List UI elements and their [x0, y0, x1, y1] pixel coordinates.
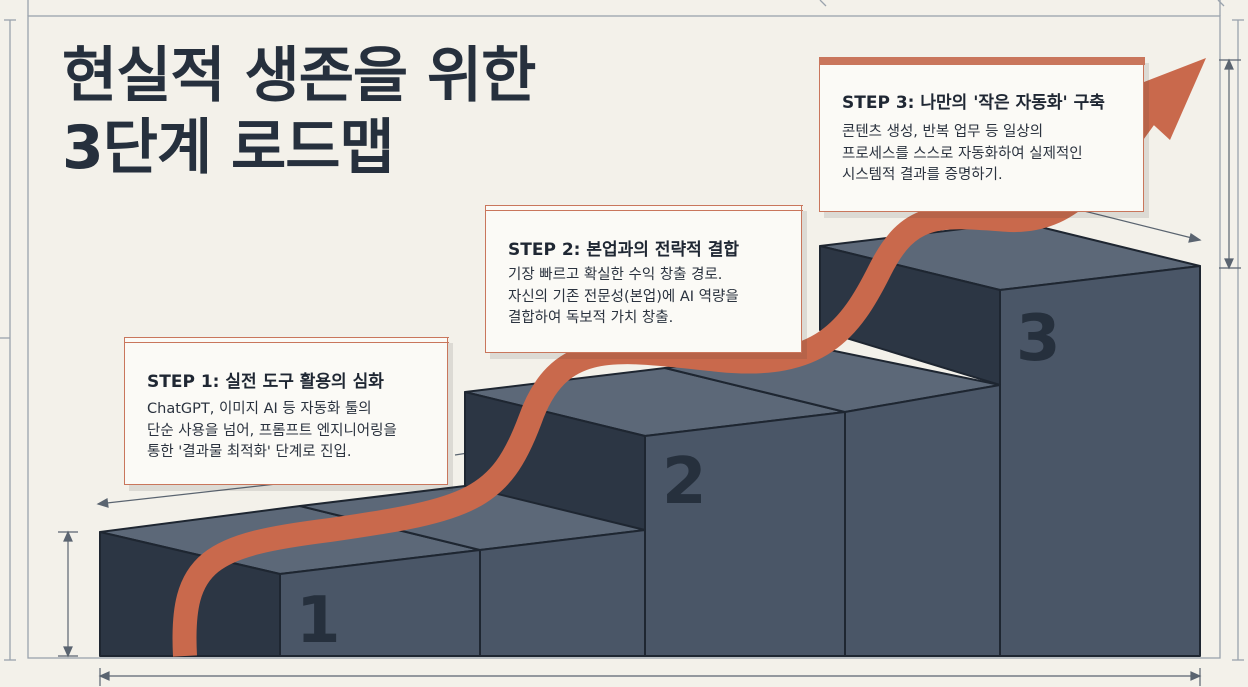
step-3-description: 콘텐츠 생성, 반복 업무 등 일상의 프로세스를 스스로 자동화하여 실제적인…	[842, 122, 1083, 187]
step-3-card: STEP 3: 나만의 '작은 자동화' 구축 콘텐츠 생성, 반복 업무 등 …	[818, 56, 1145, 212]
step-2-line-1: 기장 빠르고 확실한 수익 창출 경로.	[508, 267, 723, 283]
step-1-line-1: ChatGPT, 이미지 AI 등 자동화 툴의	[147, 401, 372, 417]
step-1-card: STEP 1: 실전 도구 활용의 심화 ChatGPT, 이미지 AI 등 자…	[123, 336, 449, 485]
step-3-line-3: 시스템적 결과를 증명하기.	[842, 167, 1003, 183]
dimension-lines	[58, 58, 1241, 686]
step-number-1: 1	[296, 584, 341, 658]
page-title: 현실적 생존을 위한 3단계 로드맵	[62, 40, 536, 184]
step-number-2: 2	[662, 445, 707, 519]
step-3-line-2: 프로세스를 스스로 자동화하여 실제적인	[842, 145, 1083, 162]
frame-lines	[0, 0, 1244, 661]
step-2-line-3: 결합하여 독보적 가치 창출.	[508, 310, 674, 326]
card-header-bar	[123, 336, 449, 343]
step-3-heading: STEP 3: 나만의 '작은 자동화' 구축	[842, 93, 1105, 113]
growth-arrow	[172, 58, 1206, 657]
step-1-description: ChatGPT, 이미지 AI 등 자동화 툴의 단순 사용을 넘어, 프롬프트…	[147, 399, 397, 464]
step-1-line-3: 통한 '결과물 최적화' 단계로 진입.	[147, 444, 352, 460]
step-number-3: 3	[1016, 302, 1061, 376]
step-1-line-2: 단순 사용을 넘어, 프롬프트 엔지니어링을	[147, 422, 397, 439]
title-line-2: 3단계 로드맵	[62, 113, 395, 183]
step-2-card: STEP 2: 본업과의 전략적 결합 기장 빠르고 확실한 수익 창출 경로.…	[484, 204, 803, 353]
card-header-bar	[484, 204, 803, 211]
step-3-line-1: 콘텐츠 생성, 반복 업무 등 일상의	[842, 124, 1044, 140]
card-header-bar	[818, 56, 1145, 65]
step-1-heading: STEP 1: 실전 도구 활용의 심화	[147, 372, 384, 392]
title-line-1: 현실적 생존을 위한	[62, 41, 536, 111]
step-2-heading: STEP 2: 본업과의 전략적 결합	[508, 240, 739, 260]
step-2-line-2: 자신의 기존 전문성(본업)에 AI 역량을	[508, 288, 739, 305]
step-2-description: 기장 빠르고 확실한 수익 창출 경로. 자신의 기존 전문성(본업)에 AI …	[508, 265, 739, 330]
